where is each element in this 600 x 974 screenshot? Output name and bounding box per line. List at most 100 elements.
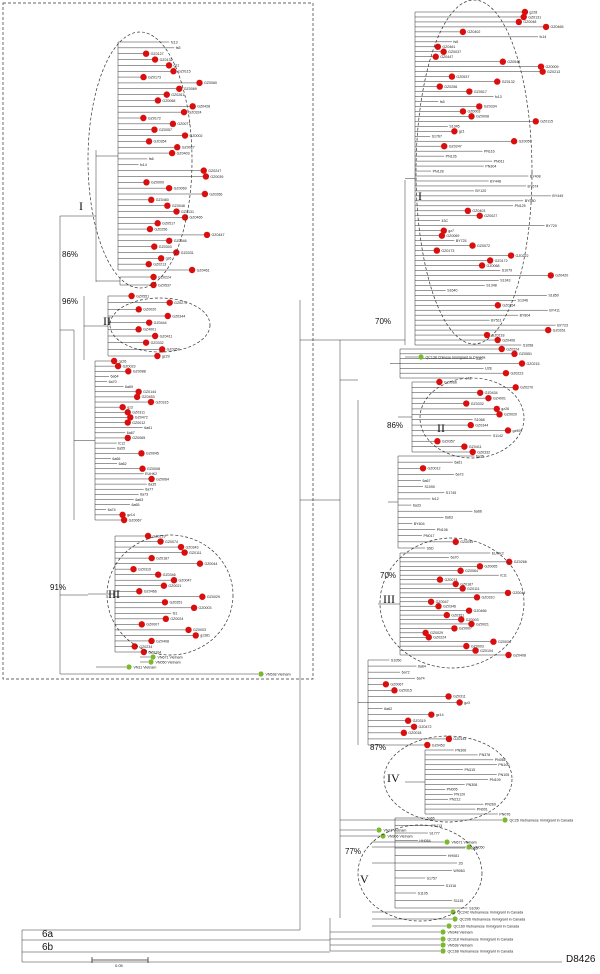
red-sample-dot (158, 346, 166, 353)
red-sample-dot (459, 585, 466, 592)
leaf-label: GZ0354 (154, 140, 167, 144)
red-sample-dot (465, 607, 473, 614)
red-sample-dot (410, 723, 418, 730)
red-sample-dot (139, 465, 146, 472)
leaf-label: 6a66 (474, 510, 482, 514)
green-sample-dot (446, 923, 452, 929)
green-sample-dot (466, 844, 472, 850)
leaf-label: GZ0517 (162, 222, 175, 226)
leaf-label: BY725 (456, 239, 467, 243)
red-sample-dot (200, 167, 207, 174)
leaf-label: GZ0247 (449, 144, 462, 148)
green-sample-dot (380, 833, 386, 839)
red-sample-dot (428, 711, 435, 718)
red-sample-dot (457, 616, 465, 623)
red-sample-dot (192, 632, 199, 639)
leaf-label: 6a35 (148, 482, 156, 486)
leaf-label: GZ0065 (132, 436, 145, 440)
leaf-label: 6a74 (108, 508, 116, 512)
red-sample-dot (140, 73, 147, 81)
leaf-label: GZ0213 (547, 70, 560, 74)
red-sample-dot (425, 634, 432, 641)
red-sample-dot (459, 28, 467, 36)
leaf-label: S1343 (500, 279, 510, 283)
red-sample-dot (151, 56, 159, 63)
red-sample-dot (169, 120, 177, 128)
leaf-label: GZ0222 (516, 254, 529, 258)
leaf-label: 6a70 (109, 380, 117, 384)
red-sample-dot (138, 621, 145, 628)
leaf-label: GZ0453 (432, 743, 445, 747)
leaf-label: BY804 (520, 313, 531, 317)
leaf-label: GZ0256 (154, 227, 167, 231)
leaf-label: GZ0215 (526, 362, 539, 366)
leaf-label: GZ0453 (142, 395, 155, 399)
leaf-label: BY604 (414, 522, 425, 526)
leaf-label: 6a69 (125, 385, 133, 389)
right-cluster-label-I: I (418, 189, 422, 203)
red-sample-dot (445, 693, 452, 700)
right-cluster-IV-ellipse (383, 735, 513, 823)
leaf-label: gz14 (127, 513, 135, 517)
leaf-label: S1068 (474, 418, 484, 422)
leaf-label: GZ0104 (148, 650, 161, 654)
leaf-label: GZ0012 (428, 467, 441, 471)
leaf-label: gz26 (119, 359, 127, 363)
leaf-label: GZ0111 (189, 551, 201, 555)
leaf-label: S1850 (548, 294, 558, 298)
leaf-label: GZ0069 (174, 186, 187, 190)
red-sample-dot (427, 598, 435, 605)
leaf-label: GZ0044 (512, 591, 525, 595)
leaf-label: GZ0346 (443, 605, 456, 609)
leaf-label: VN906 Vietnam (388, 834, 413, 838)
leaf-label: PN113 (431, 824, 442, 828)
leaf-label: fs5 (440, 100, 445, 104)
leaf-label: S1640 (447, 289, 457, 293)
green-sample-dot (258, 671, 264, 677)
red-sample-dot (142, 339, 150, 346)
leaf-label: GZ0072 (477, 244, 490, 248)
leaf-label: PN128 (433, 169, 444, 173)
leaf-label: GZ0034 (498, 640, 511, 644)
leaf-label: S1115 (453, 899, 463, 903)
leaf-label: S1050 (391, 658, 401, 662)
leaf-label: GZ0310 (138, 567, 151, 571)
leaf-label: GZ0173 (441, 249, 454, 253)
leaf-label: GZ0047 (436, 600, 449, 604)
leaf-label: fc11 (500, 573, 507, 577)
red-sample-dot (176, 85, 183, 92)
leaf-label: GZ0472 (419, 725, 432, 729)
red-sample-dot (440, 48, 447, 55)
red-sample-dot (542, 23, 550, 31)
leaf-label: GZ0403 (472, 209, 485, 213)
leaf-label: 6a67 (422, 479, 430, 483)
leaf-label: GZ0343 (186, 545, 199, 549)
leaf-label: GZ0069 (446, 234, 459, 238)
leaf-label: BY580 (525, 199, 536, 203)
red-sample-dot (468, 113, 475, 120)
green-sample-dot (440, 936, 446, 942)
leaf-label: GZ0551 (519, 352, 532, 356)
leaf-label: fc14 (140, 163, 147, 167)
red-sample-dot (504, 427, 512, 434)
red-sample-dot (130, 565, 137, 573)
leaf-label: PN269 (485, 802, 496, 806)
leaf-label: PN106 (437, 528, 448, 532)
leaf-label: PN017 (423, 534, 434, 538)
red-sample-dot (520, 13, 527, 21)
red-sample-dot (135, 326, 142, 333)
red-sample-dot (476, 389, 484, 396)
red-sample-dot (151, 243, 158, 250)
leaf-label: GZ0319 (413, 719, 426, 723)
leaf-label: 2D (458, 861, 463, 865)
leaf-label: GZ0315 (155, 400, 168, 404)
red-sample-dot (493, 405, 501, 413)
red-sample-dot (473, 594, 481, 601)
leaf-label: GZ0144 (453, 737, 466, 741)
leaf-label: 6a70 (451, 556, 459, 560)
leaf-label: GZ0012 (132, 421, 145, 425)
leaf-label: GZ0270 (174, 301, 187, 305)
leaf-label: QC242 Vietnamese Immigrant in Canada (458, 910, 524, 914)
leaf-label: GZ0354 (502, 304, 515, 308)
leaf-label: fs6 (453, 40, 458, 44)
